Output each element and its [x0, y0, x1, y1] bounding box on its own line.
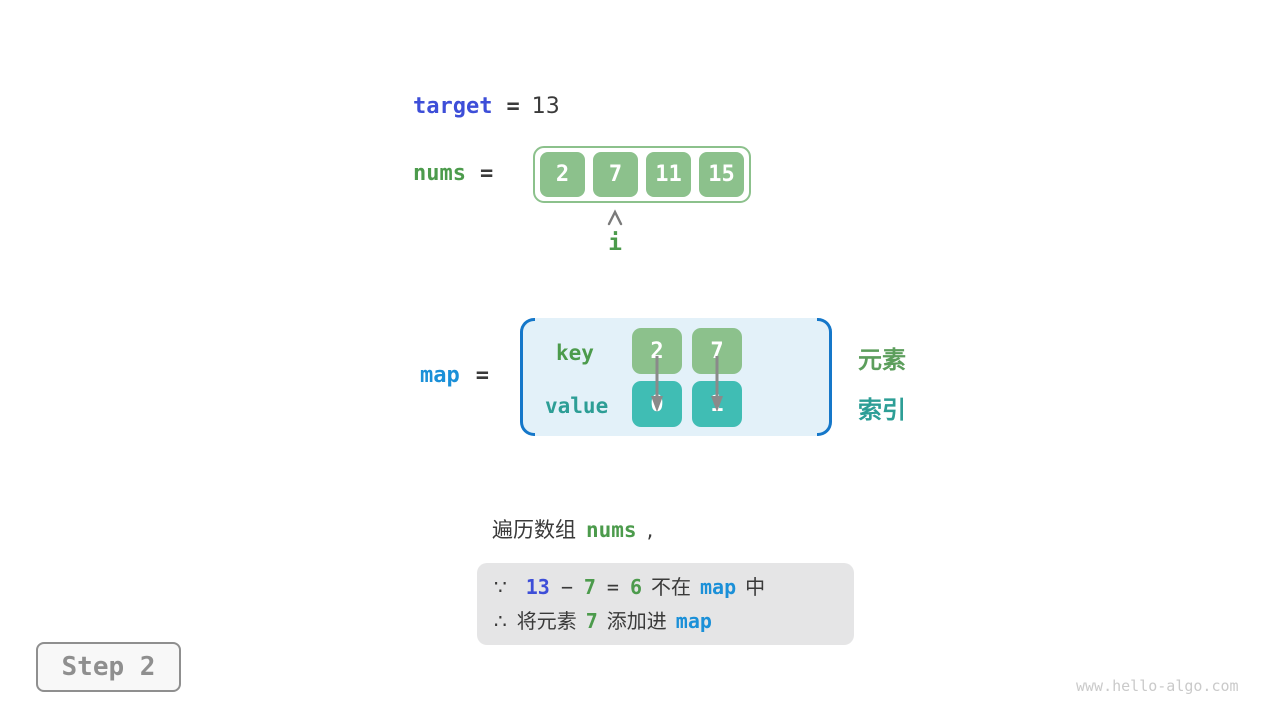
target-value: 13	[531, 94, 560, 119]
nums-line-label: nums =	[413, 161, 493, 186]
element-label: 元素	[858, 346, 906, 374]
equals-sign: =	[479, 161, 494, 186]
index-pointer-icon	[607, 209, 623, 226]
right-bracket-icon	[817, 318, 832, 436]
note-text: 添加进	[606, 609, 667, 633]
note-text: 不在	[651, 575, 692, 599]
key-value-arrow-icon	[651, 356, 663, 412]
note-map-code: map	[675, 609, 712, 633]
map-label: map	[420, 363, 460, 388]
array-cell: 15	[699, 152, 744, 197]
index-label: 索引	[858, 396, 906, 424]
step-label: Step 2	[61, 652, 156, 682]
caption: 遍历数组 nums,	[492, 514, 653, 544]
therefore-symbol: ∴	[494, 609, 507, 633]
map-value-label: value	[545, 394, 609, 418]
note-result: 6	[629, 575, 643, 599]
note-text: 将元素	[516, 609, 577, 633]
array-cell: 11	[646, 152, 691, 197]
note-text: 中	[745, 575, 766, 599]
nums-label: nums	[413, 161, 466, 186]
array-cell: 2	[540, 152, 585, 197]
note-element: 7	[585, 609, 598, 633]
equals-sign: =	[506, 94, 520, 119]
watermark: www.hello-algo.com	[1076, 677, 1239, 695]
caption-text: 遍历数组	[492, 518, 576, 542]
caption-code: nums	[586, 518, 637, 542]
map-box: key value 2 7 0 1	[520, 318, 832, 436]
equals-sign: =	[475, 363, 489, 388]
map-line-label: map =	[420, 363, 489, 388]
note-subtrahend: 7	[583, 575, 596, 599]
index-pointer-label: i	[608, 230, 622, 256]
step-badge: Step 2	[36, 642, 181, 692]
caption-comma: ,	[646, 518, 654, 542]
nums-array: 2 7 11 15	[533, 146, 751, 203]
left-bracket-icon	[520, 318, 535, 436]
note-line-2: ∴ 将元素 7 添加进 map	[494, 604, 854, 638]
minus-sign: −	[560, 575, 573, 599]
equals-sign: =	[606, 575, 619, 599]
note-line-1: ∵ 13−7 = 6 不在 map 中	[494, 570, 854, 604]
target-label: target	[413, 94, 493, 119]
target-line: target = 13	[413, 94, 560, 119]
array-cell: 7	[593, 152, 638, 197]
because-symbol: ∵	[494, 575, 507, 599]
key-value-arrow-icon	[711, 356, 723, 412]
note-map-code: map	[700, 575, 737, 599]
map-key-label: key	[556, 341, 594, 365]
note-minuend: 13	[525, 575, 550, 599]
